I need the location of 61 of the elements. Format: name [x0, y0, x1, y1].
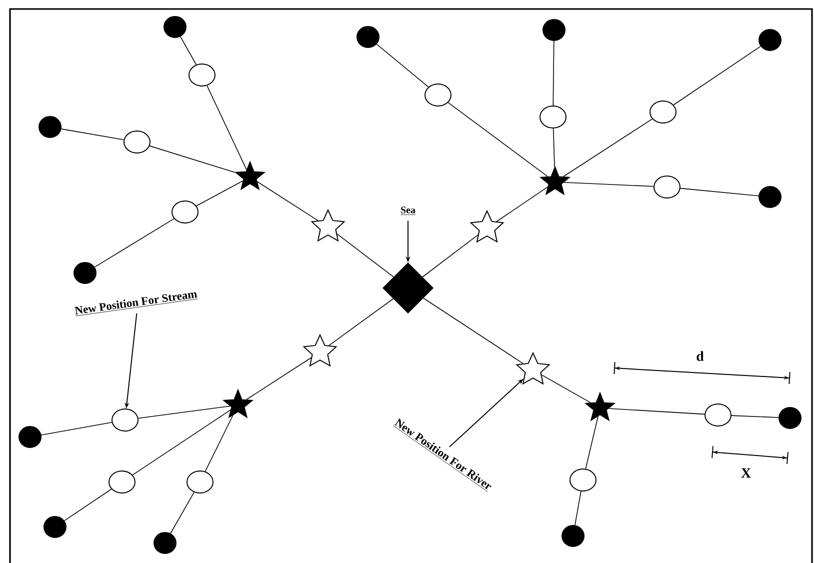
hollow-circle	[650, 100, 676, 124]
connector-line	[552, 128, 555, 168]
dot	[164, 16, 186, 38]
dot	[18, 426, 42, 448]
connector-line	[336, 234, 394, 278]
connector-line	[132, 410, 231, 476]
connector-line	[541, 374, 591, 403]
connector-line	[180, 36, 197, 66]
hollow-circle	[654, 176, 680, 198]
hollow-circle	[124, 130, 150, 154]
dot	[778, 407, 802, 429]
dot	[44, 516, 66, 538]
connector-line	[257, 181, 318, 221]
connector-line	[149, 146, 236, 173]
dot	[758, 186, 782, 208]
hollow-circle	[108, 470, 136, 494]
connector-line	[170, 492, 194, 534]
connector-line	[564, 182, 654, 187]
connector-line	[673, 46, 761, 106]
connector-line	[496, 186, 548, 222]
dot	[562, 525, 584, 547]
diamond-symbol	[382, 262, 434, 314]
dimension-label: X	[741, 468, 751, 478]
connector-line	[138, 406, 230, 419]
connector-line	[423, 298, 524, 364]
hollow-circle	[570, 468, 596, 492]
dot	[154, 532, 176, 554]
connector-line	[60, 128, 124, 140]
dimension-label: d	[696, 351, 704, 361]
hollow-circle	[172, 200, 198, 224]
connector-line	[731, 415, 779, 418]
connector-line	[40, 422, 112, 436]
connector-line	[196, 180, 244, 206]
dot	[38, 116, 62, 138]
connector-line	[422, 234, 478, 278]
connector-line	[448, 102, 548, 177]
connector-line	[64, 488, 112, 522]
connector-line	[376, 44, 429, 88]
dot	[356, 26, 380, 48]
dot	[542, 19, 566, 41]
hollow-circle	[112, 408, 138, 432]
connector-line	[585, 416, 598, 470]
connector-line	[94, 218, 174, 268]
connector-line	[206, 85, 247, 170]
connector-line	[246, 357, 312, 400]
connector-line	[563, 118, 653, 177]
connector-line	[680, 188, 759, 196]
annotation-label: New Position For Stream	[74, 292, 198, 316]
hollow-circle	[704, 404, 732, 426]
hollow-circle	[188, 64, 216, 86]
connector-line	[574, 490, 582, 526]
hollow-circle	[540, 106, 566, 128]
annotation-label: Sea	[400, 206, 416, 215]
connector-line	[204, 414, 234, 472]
hollow-circle	[186, 470, 214, 494]
dot	[758, 29, 782, 51]
hollow-circle	[424, 84, 452, 106]
connector-line	[608, 408, 705, 415]
connector-line	[328, 298, 394, 346]
connector-line	[552, 40, 554, 106]
dot	[74, 262, 96, 284]
